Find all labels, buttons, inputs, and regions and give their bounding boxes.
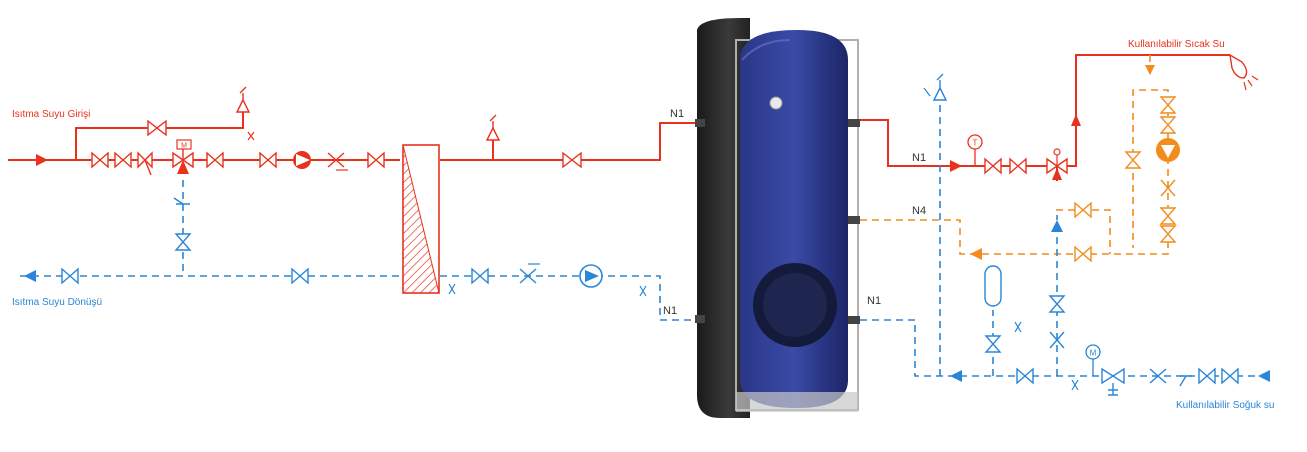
safety-valve-icon bbox=[485, 114, 501, 141]
drain-valve-icon bbox=[639, 285, 647, 297]
gate-valve-icon bbox=[1048, 295, 1066, 313]
gate-valve-icon bbox=[147, 119, 167, 137]
strainer-icon bbox=[137, 151, 153, 176]
gate-valve-icon bbox=[1198, 367, 1216, 385]
gate-valve-icon bbox=[562, 151, 582, 169]
expansion-vessel-icon bbox=[984, 265, 1002, 307]
thermometer-label: T bbox=[973, 139, 978, 148]
check-valve-icon bbox=[1149, 368, 1167, 384]
flow-arrow-icon bbox=[1145, 65, 1155, 75]
heating-inlet-label: Isıtma Suyu Girişi bbox=[12, 109, 90, 120]
shower-icon bbox=[1229, 53, 1259, 91]
circulation-pump-icon bbox=[1156, 138, 1180, 162]
hot-water-line: T bbox=[860, 53, 1259, 181]
strainer-icon bbox=[173, 197, 190, 205]
gate-valve-icon bbox=[114, 151, 132, 169]
pressure-reducer-icon bbox=[1101, 367, 1125, 396]
meter-label: M bbox=[1090, 349, 1097, 358]
check-valve-icon bbox=[327, 152, 348, 171]
actuator-label: M bbox=[181, 143, 187, 150]
flow-arrow-icon bbox=[950, 160, 962, 172]
gate-valve-icon bbox=[259, 151, 277, 169]
supply-valves: M bbox=[91, 86, 582, 176]
gate-valve-icon bbox=[1074, 245, 1092, 263]
gate-valve-icon bbox=[91, 151, 109, 169]
usable-hot-water-label: Kullanılabilir Sıcak Su bbox=[1128, 39, 1225, 50]
gate-valve-icon bbox=[1009, 157, 1027, 175]
gate-valve-icon bbox=[1159, 96, 1177, 114]
connection-n1-top-left: N1 bbox=[670, 108, 684, 120]
gate-valve-icon bbox=[61, 267, 79, 285]
gate-valve-icon bbox=[1074, 201, 1092, 219]
gate-valve-icon bbox=[1159, 116, 1177, 134]
gate-valve-icon bbox=[291, 267, 309, 285]
check-valve-icon bbox=[1160, 179, 1176, 197]
heating-return-label: Isıtma Suyu Dönüşü bbox=[12, 297, 102, 308]
usable-cold-water-label: Kullanılabilir Soğuk su bbox=[1176, 400, 1274, 411]
circulation-line bbox=[860, 55, 1180, 263]
connection-n1-bottom-left: N1 bbox=[663, 305, 677, 317]
flow-arrow-icon bbox=[1071, 114, 1081, 126]
flow-arrow-icon bbox=[1051, 220, 1063, 232]
flow-arrow-icon bbox=[36, 154, 48, 166]
safety-valve-icon bbox=[235, 86, 255, 141]
flow-arrow-icon bbox=[1258, 370, 1270, 382]
heating-supply-line bbox=[8, 112, 697, 166]
gate-valve-icon bbox=[984, 157, 1002, 175]
gate-valve-icon bbox=[1159, 225, 1177, 243]
connection-n1-right-hot: N1 bbox=[912, 152, 926, 164]
tank-thermometer-icon bbox=[769, 96, 783, 110]
gate-valve-icon bbox=[1221, 367, 1239, 385]
gate-valve-icon bbox=[1159, 207, 1177, 225]
meter-icon: M bbox=[1085, 344, 1101, 376]
safety-valve-icon bbox=[923, 73, 948, 101]
drain-valve-icon bbox=[1071, 379, 1079, 391]
gate-valve-icon bbox=[174, 233, 192, 251]
pump-icon bbox=[579, 264, 603, 288]
storage-tank bbox=[695, 18, 860, 418]
flow-arrow-icon bbox=[970, 248, 982, 260]
cold-water-line: M bbox=[860, 73, 1270, 396]
check-valve-icon bbox=[1049, 331, 1065, 349]
gate-valve-icon bbox=[1124, 151, 1142, 169]
three-way-valve-icon: M bbox=[172, 139, 194, 174]
strainer-icon bbox=[1179, 375, 1192, 387]
mixing-valve-icon bbox=[1046, 148, 1068, 180]
connection-n4-right: N4 bbox=[912, 205, 926, 217]
gate-valve-icon bbox=[367, 151, 385, 169]
check-valve-icon bbox=[519, 263, 540, 284]
drain-valve-icon bbox=[1014, 321, 1022, 333]
gate-valve-icon bbox=[206, 151, 224, 169]
gate-valve-icon bbox=[1016, 367, 1034, 385]
connection-n1-right-cold: N1 bbox=[867, 295, 881, 307]
gate-valve-icon bbox=[471, 267, 489, 285]
drain-valve-icon bbox=[448, 283, 456, 295]
heat-exchanger bbox=[402, 144, 440, 294]
flow-arrow-icon bbox=[950, 370, 962, 382]
thermometer-icon: T bbox=[967, 134, 983, 166]
heating-return-line bbox=[20, 180, 697, 321]
flow-arrow-icon bbox=[24, 270, 36, 282]
gate-valve-icon bbox=[984, 335, 1002, 353]
pump-icon bbox=[293, 151, 311, 169]
